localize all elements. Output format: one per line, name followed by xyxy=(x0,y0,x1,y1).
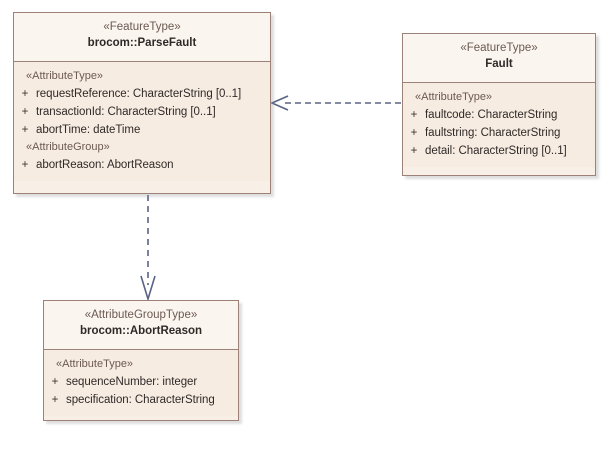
uml-class-abortreason[interactable]: «AttributeGroupType» brocom::AbortReason… xyxy=(43,300,239,421)
attribute-label: faultcode: CharacterString xyxy=(425,109,558,121)
class-header-abortreason: «AttributeGroupType» brocom::AbortReason xyxy=(44,301,238,350)
attribute-group-label: «AttributeType» xyxy=(26,70,104,82)
class-attributes-parsefault: «AttributeType» + requestReference: Char… xyxy=(14,62,270,181)
attribute-row[interactable]: + specification: CharacterString xyxy=(44,391,238,409)
class-header-parsefault: «FeatureType» brocom::ParseFault xyxy=(14,13,270,62)
attribute-label: faultstring: CharacterString xyxy=(425,127,561,139)
class-header-fault: «FeatureType» Fault xyxy=(403,34,595,83)
visibility-marker: + xyxy=(21,88,29,100)
open-arrowhead-icon xyxy=(270,95,289,111)
attribute-group-label: «AttributeType» xyxy=(56,358,134,370)
class-attributes-fault: «AttributeType» + faultcode: CharacterSt… xyxy=(403,83,595,167)
connector-fault-to-parsefault xyxy=(270,95,401,111)
uml-class-parsefault[interactable]: «FeatureType» brocom::ParseFault «Attrib… xyxy=(13,12,271,194)
class-stereotype: «FeatureType» xyxy=(103,21,181,33)
attribute-row[interactable]: + faultstring: CharacterString xyxy=(403,124,595,142)
attribute-row[interactable]: + detail: CharacterString [0..1] xyxy=(403,142,595,160)
attribute-label: sequenceNumber: integer xyxy=(66,376,198,388)
attribute-row[interactable]: + abortReason: AbortReason xyxy=(14,156,270,174)
visibility-marker: + xyxy=(21,106,29,118)
class-name: brocom::AbortReason xyxy=(79,325,203,337)
class-stereotype: «AttributeGroupType» xyxy=(84,309,198,321)
attribute-row[interactable]: + abortTime: dateTime xyxy=(14,121,270,139)
attribute-label: abortReason: AbortReason xyxy=(36,159,174,171)
class-attributes-abortreason: «AttributeType» + sequenceNumber: intege… xyxy=(44,350,238,416)
visibility-marker: + xyxy=(21,159,29,171)
visibility-marker: + xyxy=(410,127,418,139)
attribute-group-label: «AttributeGroup» xyxy=(26,141,110,153)
visibility-marker: + xyxy=(51,394,59,406)
attribute-label: transactionId: CharacterString [0..1] xyxy=(36,106,216,118)
class-name: brocom::ParseFault xyxy=(87,37,197,49)
visibility-marker: + xyxy=(410,109,418,121)
visibility-marker: + xyxy=(51,376,59,388)
attribute-row[interactable]: + sequenceNumber: integer xyxy=(44,373,238,391)
attribute-label: requestReference: CharacterString [0..1] xyxy=(36,88,242,100)
visibility-marker: + xyxy=(21,124,29,136)
attribute-row[interactable]: + faultcode: CharacterString xyxy=(403,106,595,124)
class-name: Fault xyxy=(485,58,513,70)
open-arrowhead-icon xyxy=(140,275,156,302)
attribute-label: detail: CharacterString [0..1] xyxy=(425,145,567,157)
visibility-marker: + xyxy=(410,145,418,157)
connector-parsefault-to-abortreason xyxy=(140,195,156,302)
attribute-group-label: «AttributeType» xyxy=(415,91,493,103)
attribute-label: abortTime: dateTime xyxy=(36,124,141,136)
attribute-row[interactable]: + transactionId: CharacterString [0..1] xyxy=(14,103,270,121)
attribute-row[interactable]: + requestReference: CharacterString [0..… xyxy=(14,85,270,103)
attribute-label: specification: CharacterString xyxy=(66,394,215,406)
class-stereotype: «FeatureType» xyxy=(460,42,538,54)
uml-class-fault[interactable]: «FeatureType» Fault «AttributeType» + fa… xyxy=(402,33,596,176)
